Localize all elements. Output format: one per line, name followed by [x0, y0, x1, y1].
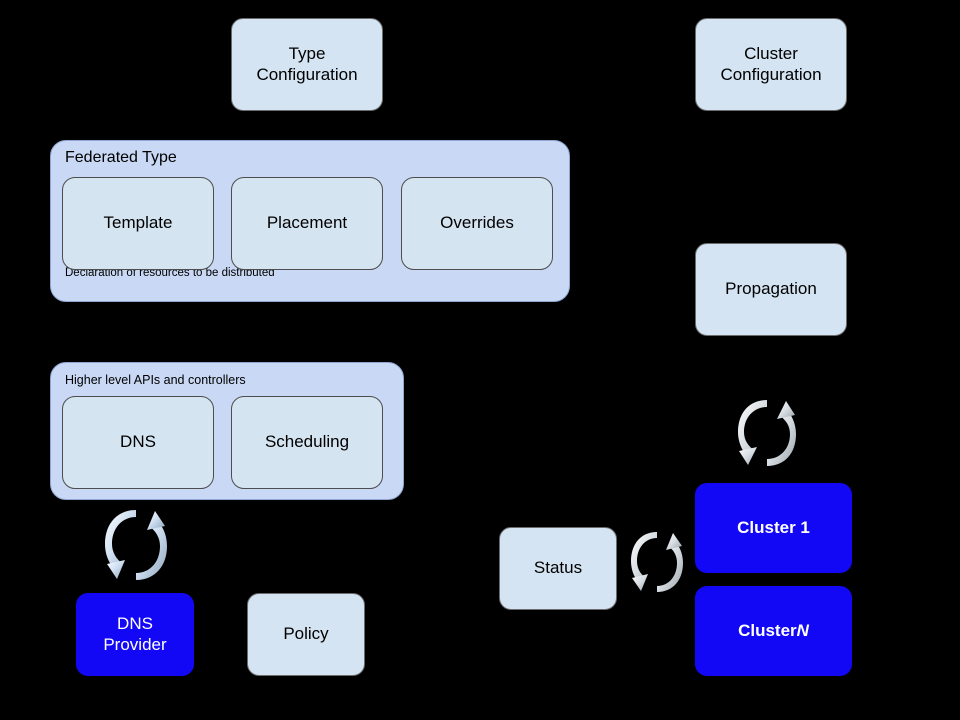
controllers-panel-title: Higher level APIs and controllers [65, 373, 246, 387]
node-cluster-n-prefix: Cluster [738, 620, 797, 640]
federated-type-panel-caption: Declaration of resources to be distribut… [65, 267, 275, 279]
node-type-configuration[interactable]: Type Configuration [231, 18, 383, 111]
federated-type-panel-title: Federated Type [65, 149, 177, 166]
sync-cycle-icon-status [631, 532, 683, 592]
node-cluster-n[interactable]: Cluster N [695, 586, 852, 676]
card-dns[interactable]: DNS [62, 396, 214, 489]
node-propagation[interactable]: Propagation [695, 243, 847, 336]
card-placement[interactable]: Placement [231, 177, 383, 270]
card-template[interactable]: Template [62, 177, 214, 270]
sync-cycle-icon-cluster [738, 400, 796, 466]
node-cluster-n-suffix: N [796, 620, 809, 640]
card-scheduling[interactable]: Scheduling [231, 396, 383, 489]
node-dns-provider[interactable]: DNS Provider [76, 593, 194, 676]
sync-cycle-icon-dns [105, 510, 167, 580]
node-cluster-configuration[interactable]: Cluster Configuration [695, 18, 847, 111]
node-status[interactable]: Status [499, 527, 617, 610]
node-cluster-1[interactable]: Cluster 1 [695, 483, 852, 573]
card-overrides[interactable]: Overrides [401, 177, 553, 270]
node-policy[interactable]: Policy [247, 593, 365, 676]
